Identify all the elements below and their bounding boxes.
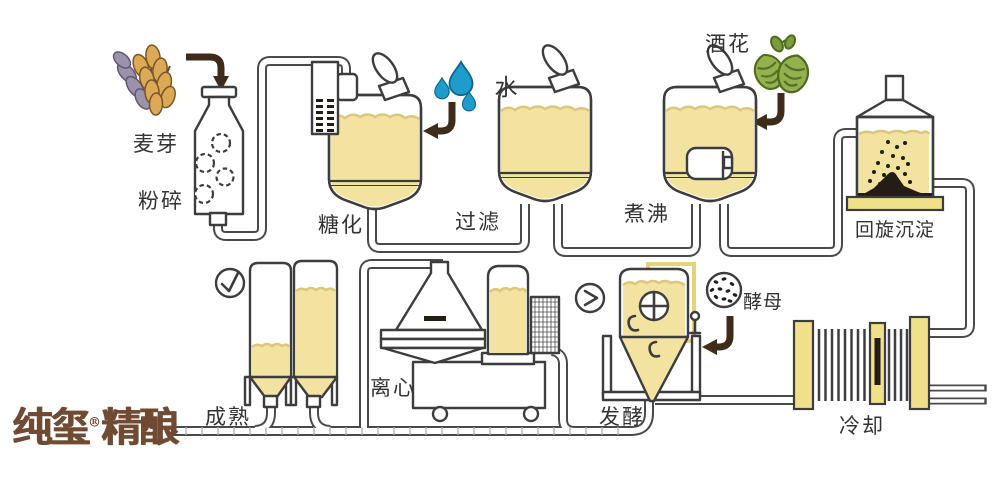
maturation-tank-right (292, 259, 339, 409)
whirlpool-tank (845, 74, 945, 212)
brand-logo: 纯玺®精酿 (12, 408, 179, 448)
whirlpool-sediment (860, 172, 930, 196)
arrow-yeast-to-fermenter (702, 316, 734, 355)
centrifuge-mesh-panel (529, 295, 561, 355)
brand-name-part1: 纯玺 (12, 404, 90, 451)
brand-name-part2: 精酿 (101, 404, 179, 451)
label-filter: 过滤 (455, 210, 501, 234)
mash-inlet-fitting (335, 72, 359, 102)
label-boil: 煮沸 (624, 202, 670, 226)
fermenter-porthole (638, 290, 670, 322)
malt-wheat-icon (112, 44, 176, 116)
label-water: 水 (494, 75, 520, 101)
label-yeast: 酵母 (742, 291, 784, 313)
fermenter-unit (574, 262, 702, 403)
arrow-water-to-mash (423, 102, 456, 139)
hops-icon (749, 34, 813, 97)
mash-tank (327, 48, 423, 211)
label-whirlpool: 回旋沉淀 (854, 219, 936, 241)
cooler-left-plate (792, 319, 815, 411)
arrow-malt-to-mill (186, 53, 229, 91)
mill-roller (210, 132, 232, 154)
label-centrifuge: 离心 (370, 376, 416, 400)
centrifuge-base (411, 360, 547, 410)
label-malt: 麦芽 (133, 132, 179, 156)
centrifuge-bowl (381, 346, 485, 365)
filter-tank-lid (536, 40, 581, 94)
fermenter-valve (648, 340, 661, 358)
maturation-gauge (214, 267, 246, 299)
centrifuge-wheel (431, 405, 449, 423)
fermenter-gauge (574, 282, 606, 314)
mill-roller (194, 152, 216, 174)
maturation-tanks (214, 259, 339, 409)
centrifuge-unit (379, 260, 561, 423)
label-hops: 酒花 (705, 32, 751, 56)
crush-mill (193, 85, 245, 227)
cooling-exchanger (792, 315, 931, 411)
label-mash: 糖化 (318, 213, 364, 237)
centrifuge-wheel (522, 405, 540, 423)
arrow-hops-to-boil (752, 93, 785, 130)
label-cool: 冷却 (839, 414, 885, 438)
mill-roller (193, 183, 215, 205)
mash-control-panel (310, 60, 340, 136)
label-crush: 粉碎 (138, 189, 184, 213)
mill-roller (215, 167, 235, 187)
cooler-fins (817, 329, 909, 401)
fermenter-cone (618, 335, 690, 403)
whirlpool-base (845, 195, 945, 212)
label-mature: 成熟 (205, 405, 251, 429)
label-ferment: 发酵 (599, 405, 645, 429)
boil-hatch (685, 146, 734, 181)
maturation-tank-left (248, 261, 293, 409)
centrifuge-buffer-cylinder (486, 264, 530, 356)
pipe-weld-ticks (185, 427, 619, 435)
yeast-icon (705, 271, 743, 309)
boil-tank (662, 40, 758, 203)
mash-tank-lid (366, 48, 411, 102)
registered-mark-icon: ® (88, 415, 101, 431)
fermenter-valve (627, 314, 640, 332)
fermenter-side-valve (688, 310, 702, 335)
cooler-right-plate (908, 315, 931, 411)
filter-tank (497, 40, 593, 203)
